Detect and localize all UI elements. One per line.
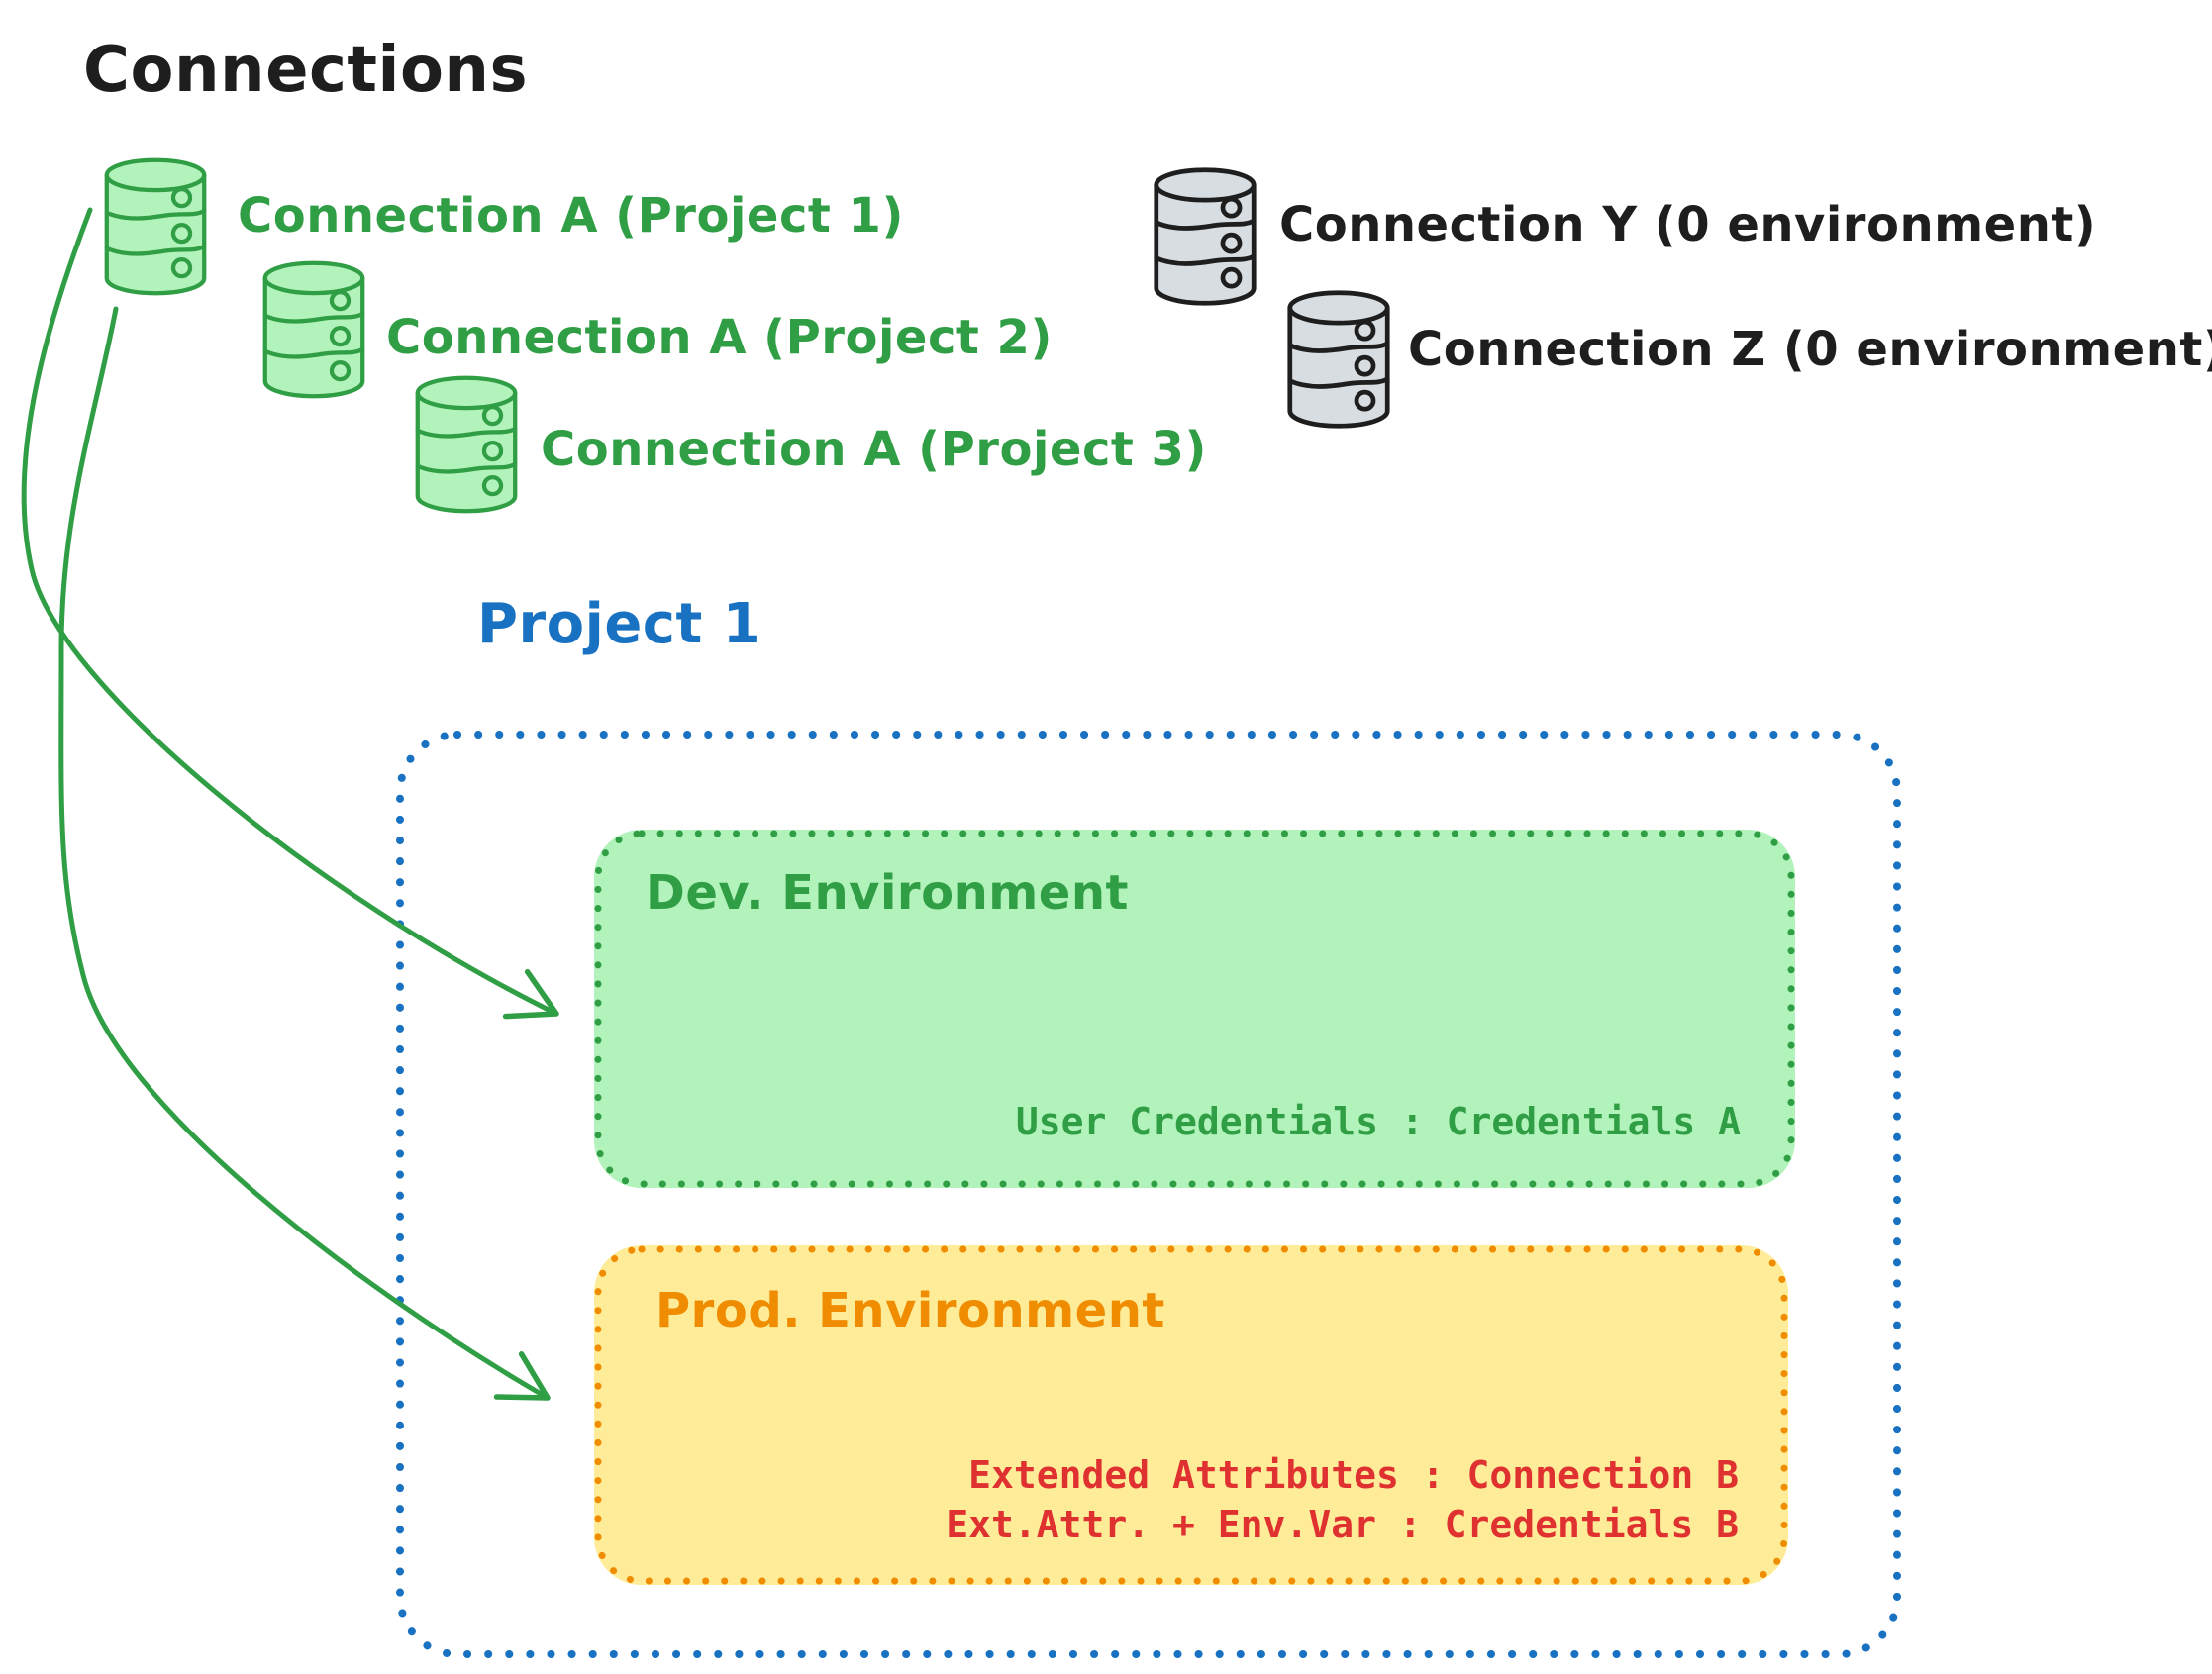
credentials-mapping: Extended Attributes : Connection B Ext.A… [946, 1450, 1739, 1549]
connection-label: Connection A (Project 2) [386, 310, 1053, 365]
credentials-line: Extended Attributes : Connection B [968, 1453, 1739, 1497]
credentials-mapping: User Credentials : Credentials A [1015, 1100, 1741, 1143]
connection-label: Connection Y (0 environment) [1279, 197, 2097, 252]
credentials-line: Ext.Attr. + Env.Var : Credentials B [946, 1503, 1739, 1546]
database-icon [415, 375, 518, 514]
dotted-border [594, 1245, 1788, 1585]
page-title: Connections [83, 34, 529, 107]
environment-title: Dev. Environment [646, 865, 1129, 921]
database-icon [262, 260, 365, 399]
database-icon [1287, 290, 1390, 429]
connection-label: Connection A (Project 1) [238, 188, 904, 244]
dev-environment-box: Dev. Environment User Credentials : Cred… [594, 830, 1795, 1188]
prod-environment-box: Prod. Environment Extended Attributes : … [594, 1245, 1788, 1585]
environment-title: Prod. Environment [655, 1283, 1165, 1338]
connection-label: Connection Z (0 environment) [1408, 322, 2212, 377]
database-icon [104, 157, 207, 296]
dotted-border [594, 830, 1795, 1188]
connection-label: Connection A (Project 3) [541, 422, 1207, 477]
project-title: Project 1 [477, 592, 762, 656]
database-icon [1154, 167, 1257, 306]
